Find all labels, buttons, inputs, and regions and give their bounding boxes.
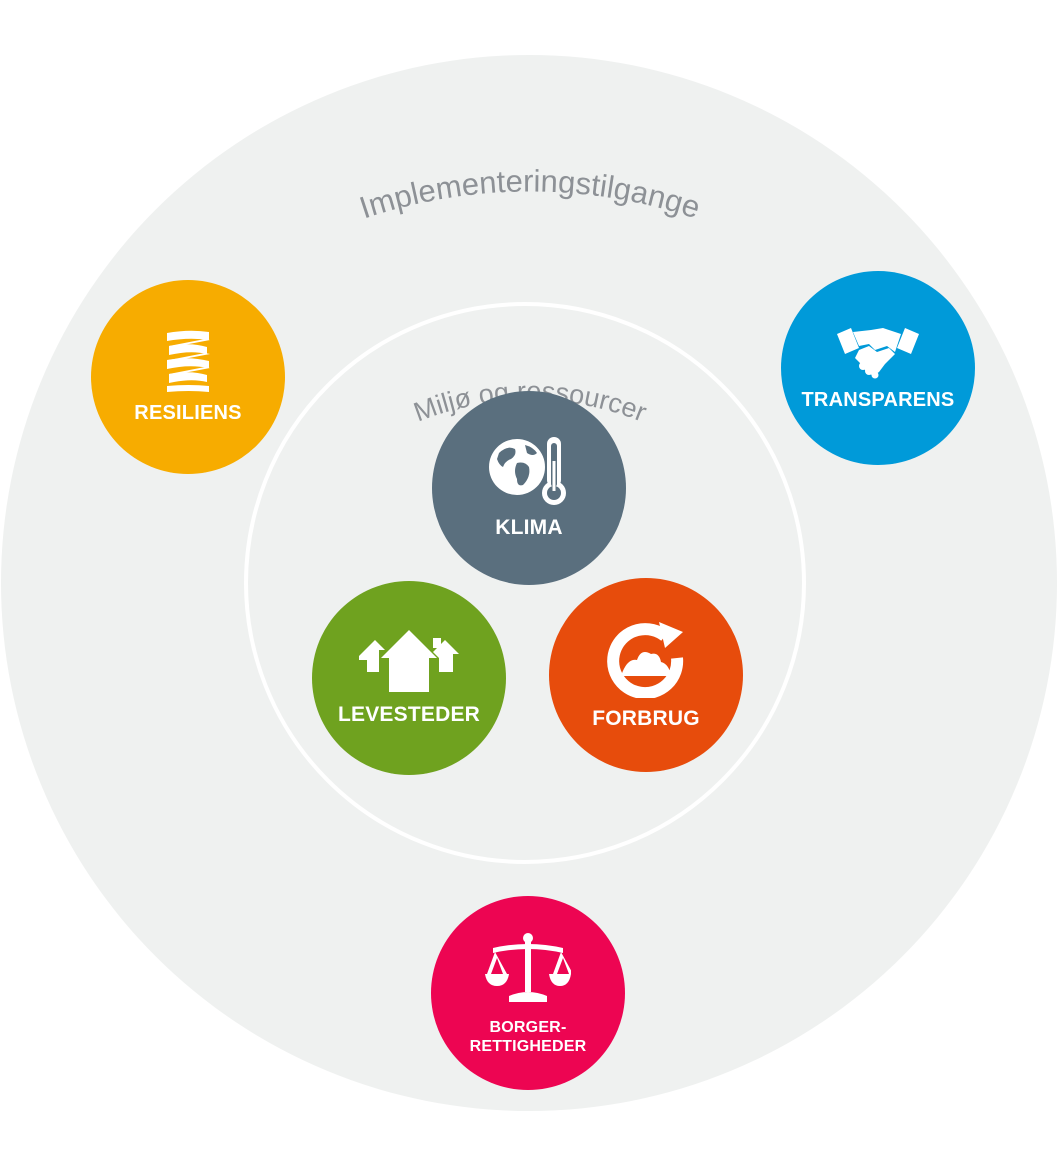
badge-resiliens: RESILIENS <box>91 280 285 474</box>
scales-icon <box>485 932 571 1002</box>
badge-transparens: TRANSPARENS <box>781 271 975 465</box>
forbrug-label: FORBRUG <box>592 707 700 731</box>
badge-forbrug: FORBRUG <box>549 578 743 772</box>
houses-icon <box>359 630 459 693</box>
borgerrettigheder-label-line2: RETTIGHEDER <box>469 1038 587 1055</box>
badge-levesteder: LEVESTEDER <box>312 581 506 775</box>
spring-coil-icon <box>167 330 210 392</box>
inner-ring <box>244 302 806 864</box>
resiliens-label: RESILIENS <box>134 402 242 424</box>
levesteder-label: LEVESTEDER <box>337 703 481 727</box>
handshake-icon <box>837 328 919 379</box>
transparens-label: TRANSPARENS <box>801 389 955 411</box>
badge-borgerrettigheder: BORGER- RETTIGHEDER <box>431 896 625 1090</box>
klima-label: KLIMA <box>495 516 563 540</box>
globe-thermometer-icon <box>489 437 566 506</box>
outer-ring-label: Implementeringstilgange <box>355 163 704 225</box>
badge-klima: KLIMA <box>432 391 626 585</box>
recycle-arrow-icon <box>607 622 684 699</box>
borgerrettigheder-label: BORGER- RETTIGHEDER <box>470 1018 587 1056</box>
borgerrettigheder-label-line1: BORGER- <box>489 1018 567 1036</box>
